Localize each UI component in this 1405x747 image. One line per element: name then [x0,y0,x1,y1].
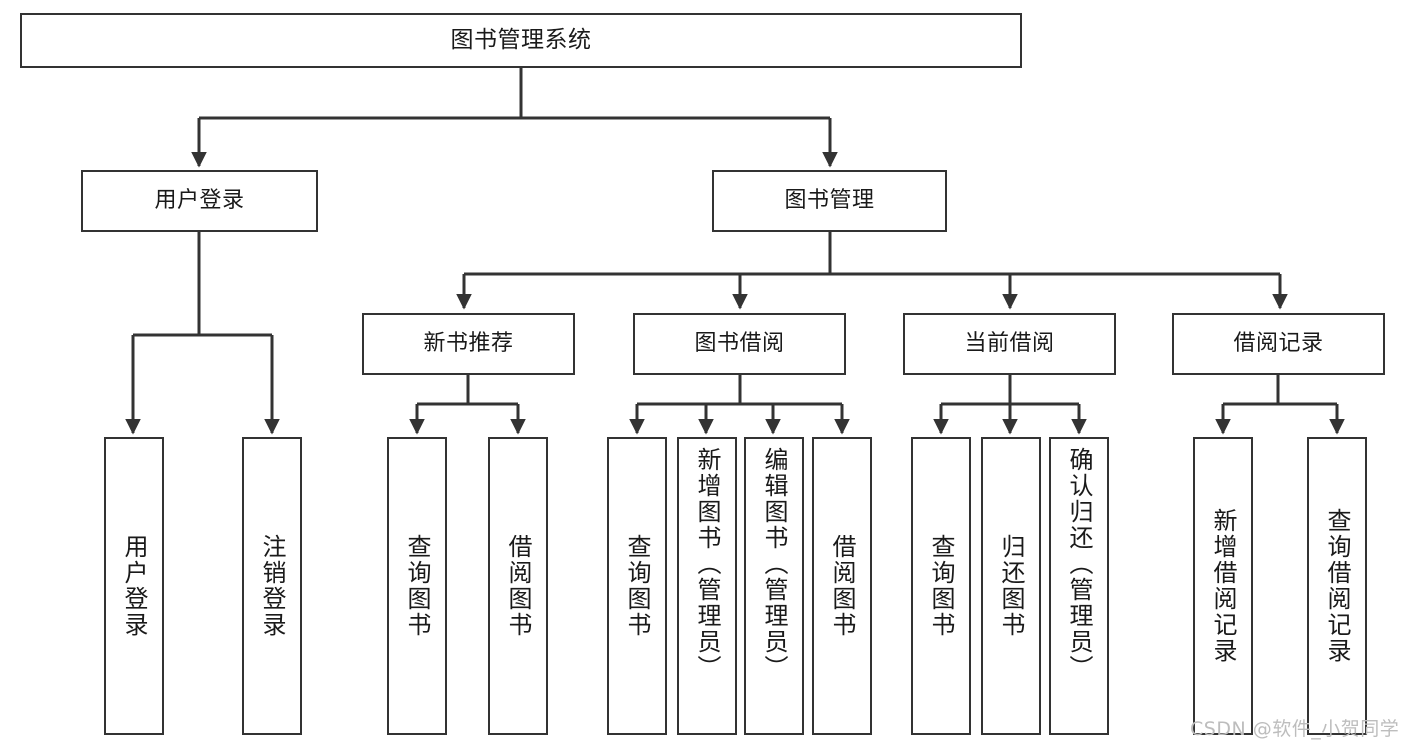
node-label: 新书推荐 [423,331,514,357]
node-label: 新增图书（管理员） [693,447,721,681]
node-leaf-query-book-2[interactable]: 查询图书 [607,437,667,735]
node-leaf-add-record[interactable]: 新增借阅记录 [1193,437,1253,735]
node-leaf-borrow-book-1[interactable]: 借阅图书 [488,437,548,735]
node-label: 用户登录 [120,534,148,638]
node-label: 确认归还（管理员） [1065,447,1093,681]
node-label: 编辑图书（管理员） [760,447,788,681]
node-label: 注销登录 [258,534,286,638]
node-leaf-logout-login[interactable]: 注销登录 [242,437,302,735]
node-leaf-add-book[interactable]: 新增图书（管理员） [677,437,737,735]
node-leaf-user-login[interactable]: 用户登录 [104,437,164,735]
node-label: 归还图书 [997,534,1025,638]
node-leaf-query-record[interactable]: 查询借阅记录 [1307,437,1367,735]
node-label: 图书管理系统 [450,26,592,53]
node-leaf-query-book-1[interactable]: 查询图书 [387,437,447,735]
node-label: 新增借阅记录 [1209,508,1237,664]
node-label: 借阅图书 [828,534,856,638]
node-book-borrow[interactable]: 图书借阅 [633,313,846,375]
node-label: 借阅图书 [504,534,532,638]
node-new-book-recommend[interactable]: 新书推荐 [362,313,575,375]
node-leaf-edit-book[interactable]: 编辑图书（管理员） [744,437,804,735]
node-current-borrow[interactable]: 当前借阅 [903,313,1116,375]
node-leaf-query-book-3[interactable]: 查询图书 [911,437,971,735]
node-label: 查询图书 [927,534,955,638]
node-leaf-return-book[interactable]: 归还图书 [981,437,1041,735]
node-borrow-record[interactable]: 借阅记录 [1172,313,1385,375]
node-label: 图书借阅 [694,331,785,357]
node-label: 查询图书 [403,534,431,638]
node-book-management[interactable]: 图书管理 [712,170,947,232]
node-user-login[interactable]: 用户登录 [81,170,318,232]
node-leaf-borrow-book-2[interactable]: 借阅图书 [812,437,872,735]
node-label: 用户登录 [154,188,245,214]
node-label: 查询图书 [623,534,651,638]
node-root-system[interactable]: 图书管理系统 [20,13,1022,68]
node-label: 查询借阅记录 [1323,508,1351,664]
node-label: 借阅记录 [1233,331,1324,357]
node-leaf-confirm-return[interactable]: 确认归还（管理员） [1049,437,1109,735]
node-label: 当前借阅 [964,331,1055,357]
node-label: 图书管理 [784,188,875,214]
csdn-watermark: CSDN @软件_小贺同学 [1190,718,1400,740]
